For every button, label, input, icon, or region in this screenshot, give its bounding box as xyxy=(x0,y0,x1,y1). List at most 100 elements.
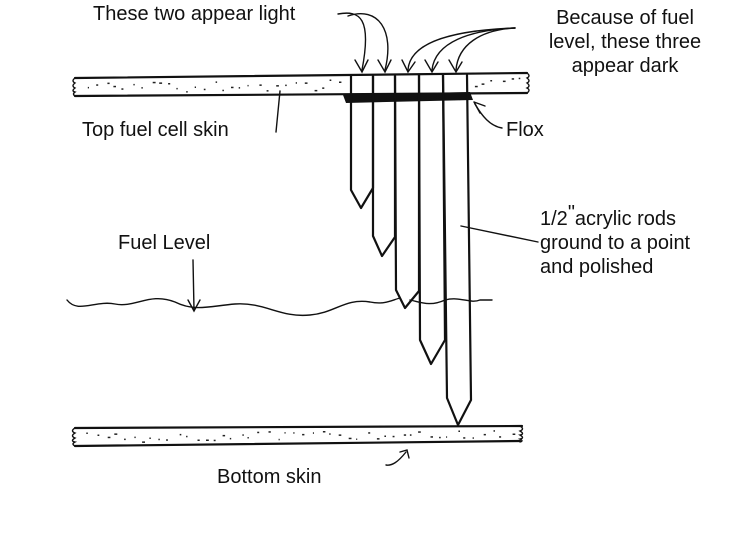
rod-material: acrylic rods xyxy=(574,208,677,230)
skin-texture-speck xyxy=(518,77,521,80)
leader-flox xyxy=(473,101,503,129)
skin-texture-speck xyxy=(124,438,126,441)
rod-3 xyxy=(393,73,421,310)
skin-texture-speck xyxy=(430,436,433,438)
skin-texture-speck xyxy=(179,433,182,436)
skin-texture-speck xyxy=(403,434,407,436)
skin-texture-speck xyxy=(418,431,421,433)
skin-texture-speck xyxy=(481,83,485,85)
skin-texture-speck xyxy=(203,88,206,91)
skin-texture-speck xyxy=(268,431,271,433)
skin-texture-speck xyxy=(384,435,386,437)
skin-texture-speck xyxy=(113,85,116,88)
skin-texture-speck xyxy=(356,438,358,440)
label-three-dark-line1: Because of fuel xyxy=(556,7,694,29)
skin-texture-speck xyxy=(304,82,308,84)
skin-texture-speck xyxy=(166,439,168,441)
skin-texture-speck xyxy=(168,83,171,85)
skin-texture-speck xyxy=(493,430,495,432)
skin-texture-speck xyxy=(458,430,460,432)
skin-texture-speck xyxy=(295,82,297,84)
skin-texture-speck xyxy=(392,435,395,438)
skin-texture-speck xyxy=(348,437,352,440)
skin-texture-speck xyxy=(439,436,441,439)
skin-texture-speck xyxy=(376,438,380,440)
skin-texture-speck xyxy=(134,436,136,439)
label-acrylic-rods-line3: and polished xyxy=(540,256,654,278)
arrows-light-rods xyxy=(337,12,392,74)
arrows-dark-rods xyxy=(401,27,516,74)
rod-4 xyxy=(417,73,447,366)
skin-texture-speck xyxy=(242,434,244,436)
skin-texture-speck xyxy=(96,84,99,86)
skin-texture-speck xyxy=(86,432,88,434)
skin-texture-speck xyxy=(215,81,218,83)
skin-texture-speck xyxy=(247,84,249,87)
skin-texture-speck xyxy=(107,82,110,85)
label-acrylic-rods: 1/2"acrylic rods ground to a point and p… xyxy=(540,202,691,279)
skin-texture-speck xyxy=(512,433,516,435)
skin-texture-speck xyxy=(152,81,156,84)
fuel-level-line xyxy=(66,297,493,317)
skin-texture-speck xyxy=(499,436,502,438)
skin-texture-speck xyxy=(446,436,448,438)
skin-texture-speck xyxy=(97,434,100,436)
skin-texture-speck xyxy=(159,82,163,84)
arrow-fuel-level xyxy=(187,259,201,313)
skin-texture-speck xyxy=(142,441,145,443)
skin-texture-speck xyxy=(206,439,209,441)
skin-texture-speck xyxy=(312,432,314,434)
skin-texture-speck xyxy=(285,84,287,87)
skin-texture-speck xyxy=(472,437,474,439)
skin-texture-speck xyxy=(284,432,286,434)
skin-texture-speck xyxy=(329,433,331,435)
rod-5 xyxy=(441,73,473,427)
skin-texture-speck xyxy=(186,91,188,93)
leader-top-skin xyxy=(275,90,281,133)
skin-texture-speck xyxy=(197,439,200,441)
skin-texture-speck xyxy=(278,438,280,441)
skin-texture-speck xyxy=(302,433,305,436)
skin-texture-speck xyxy=(229,437,232,440)
label-three-dark: Because of fuel level, these three appea… xyxy=(520,6,730,78)
skin-texture-speck xyxy=(276,85,279,87)
skin-texture-speck xyxy=(511,78,515,80)
skin-texture-speck xyxy=(176,87,178,90)
skin-texture-speck xyxy=(231,86,234,89)
skin-texture-speck xyxy=(293,432,295,434)
skin-texture-speck xyxy=(247,437,249,439)
skin-texture-speck xyxy=(158,438,160,441)
label-fuel-level: Fuel Level xyxy=(118,232,211,254)
rod-size: 1/2 xyxy=(540,208,568,230)
skin-texture-speck xyxy=(222,89,224,92)
skin-texture-speck xyxy=(114,433,118,435)
skin-texture-speck xyxy=(474,85,478,88)
leader-acrylic-rods xyxy=(460,225,539,243)
skin-texture-speck xyxy=(257,431,260,434)
skin-texture-speck xyxy=(121,88,124,90)
skin-texture-speck xyxy=(329,79,332,81)
label-top-skin: Top fuel cell skin xyxy=(82,119,229,141)
skin-texture-speck xyxy=(149,437,151,439)
acrylic-rods xyxy=(349,73,473,427)
label-bottom-skin: Bottom skin xyxy=(217,466,322,488)
label-these-two-light: These two appear light xyxy=(93,3,296,25)
skin-texture-speck xyxy=(490,80,493,82)
skin-texture-speck xyxy=(322,87,325,89)
skin-texture-speck xyxy=(186,435,188,438)
label-three-dark-line2: level, these three xyxy=(548,31,702,53)
skin-texture-speck xyxy=(222,434,226,437)
skin-texture-speck xyxy=(483,433,486,436)
skin-texture-speck xyxy=(322,431,326,433)
skin-texture-speck xyxy=(314,89,318,92)
label-acrylic-rods-line1: 1/2"acrylic rods xyxy=(540,202,690,231)
arrow-bottom-skin xyxy=(385,449,410,466)
label-acrylic-rods-line2: ground to a point xyxy=(540,232,691,254)
skin-texture-speck xyxy=(266,90,269,92)
skin-texture-speck xyxy=(339,81,342,83)
skin-texture-speck xyxy=(409,434,412,436)
skin-texture-speck xyxy=(463,437,466,439)
inch-mark: " xyxy=(567,202,575,224)
